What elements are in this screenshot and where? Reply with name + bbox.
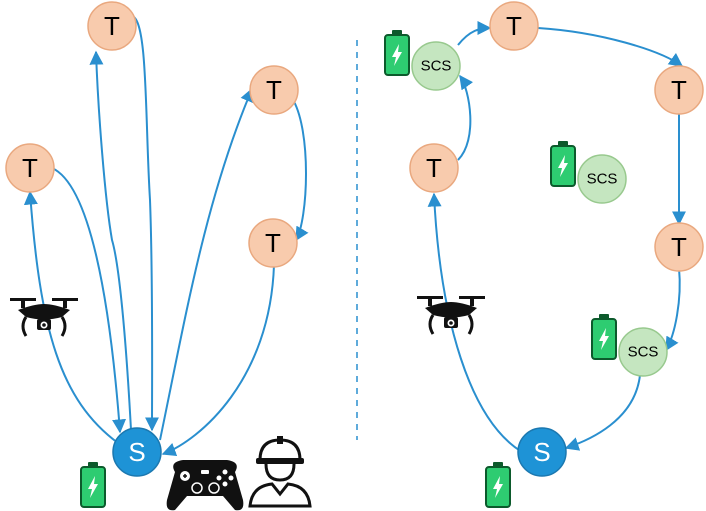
charging-station-node: SCS [411, 41, 461, 91]
edge-s-to-t2 [89, 50, 132, 431]
left-panel: T T T T S [5, 1, 312, 511]
station-label: S [128, 437, 145, 467]
station-label: S [533, 437, 550, 467]
edge-t4-to-s [161, 264, 275, 457]
drone-icon [415, 294, 487, 336]
charging-station-node: SCS [618, 327, 668, 377]
target-node: T [654, 222, 704, 272]
battery-icon [485, 461, 511, 508]
target-node: T [248, 218, 298, 268]
edge-s-to-t1 [427, 192, 523, 453]
target-node: T [409, 143, 459, 193]
left-edges [23, 15, 309, 457]
battery-icon [384, 29, 410, 76]
charging-station-label: SCS [628, 344, 659, 361]
gamepad-icon [166, 460, 244, 511]
edge-scs-to-t2 [457, 21, 492, 46]
worker-icon [248, 436, 312, 508]
edge-t1-to-scs [457, 74, 474, 161]
target-label: T [265, 228, 281, 258]
target-node: T [249, 65, 299, 115]
target-node: T [87, 1, 137, 51]
edge-s-to-t3 [159, 87, 254, 441]
target-label: T [266, 75, 282, 105]
edge-t4-to-scs [665, 267, 681, 352]
target-label: T [671, 75, 687, 105]
edge-t3-to-t4 [291, 97, 309, 242]
edge-s-to-t1 [23, 190, 119, 444]
target-label: T [426, 153, 442, 183]
target-label: T [671, 232, 687, 262]
target-node: T [5, 143, 55, 193]
edge-t2-to-s [131, 15, 160, 432]
battery-icon [550, 140, 576, 187]
charging-station-node: SCS [577, 154, 627, 204]
edge-scs-to-s [564, 374, 641, 451]
right-panel: T T T T SCS SCS [384, 1, 704, 508]
charging-station-label: SCS [421, 58, 452, 75]
target-node: T [654, 65, 704, 115]
target-label: T [104, 11, 120, 41]
target-label: T [22, 153, 38, 183]
battery-icon [80, 461, 106, 508]
target-node: T [489, 1, 539, 51]
edge-t2-to-t3 [537, 27, 684, 67]
right-edges [427, 21, 686, 453]
battery-icon [591, 313, 617, 360]
station-node: S [112, 427, 162, 477]
target-label: T [506, 11, 522, 41]
charging-station-label: SCS [587, 171, 618, 188]
edge-t1-to-s [51, 167, 127, 434]
station-node: S [517, 427, 567, 477]
